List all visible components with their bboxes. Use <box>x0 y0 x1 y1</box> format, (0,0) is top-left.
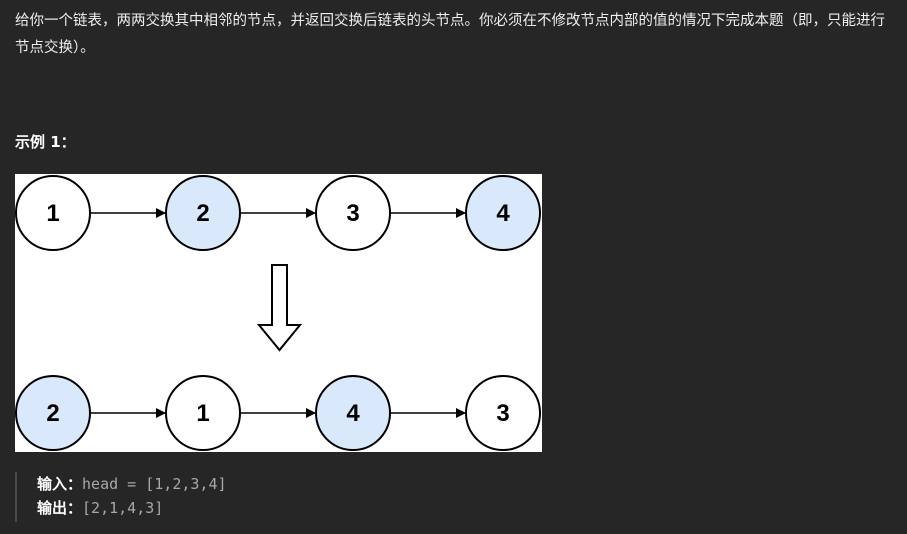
node-after-3 <box>465 375 541 451</box>
node-after-1 <box>165 375 241 451</box>
input-label: 输入： <box>37 475 83 493</box>
node-value-before-3: 4 <box>496 200 510 227</box>
node-value-after-0: 2 <box>46 400 59 427</box>
node-value-before-0: 1 <box>46 200 59 227</box>
node-value-after-3: 3 <box>496 400 509 427</box>
node-value-before-1: 2 <box>196 200 209 227</box>
example-title: 示例 1： <box>15 133 76 151</box>
node-value-after-1: 1 <box>196 400 209 427</box>
output-label: 输出： <box>37 499 83 517</box>
node-before-0 <box>15 175 91 251</box>
node-after-2 <box>315 375 391 451</box>
output-line: 输出：[2,1,4,3] <box>37 496 227 520</box>
down-arrow-icon <box>256 264 303 352</box>
output-value: [2,1,4,3] <box>82 499 164 517</box>
node-before-3 <box>465 175 541 251</box>
diagram-svg: 1 2 3 4 2 1 4 3 <box>15 175 541 451</box>
node-before-2 <box>315 175 391 251</box>
node-before-1 <box>165 175 241 251</box>
problem-description: 给你一个链表，两两交换其中相邻的节点，并返回交换后链表的头节点。你必须在不修改节… <box>15 13 885 56</box>
example-io: 输入：head = [1,2,3,4] 输出：[2,1,4,3] <box>15 472 227 522</box>
input-line: 输入：head = [1,2,3,4] <box>37 472 227 496</box>
node-value-before-2: 3 <box>346 200 359 227</box>
linked-list-swap-diagram: 1 2 3 4 2 1 4 3 <box>15 174 542 452</box>
node-after-0 <box>15 375 91 451</box>
node-value-after-2: 4 <box>346 400 360 427</box>
input-value: head = [1,2,3,4] <box>82 475 227 493</box>
